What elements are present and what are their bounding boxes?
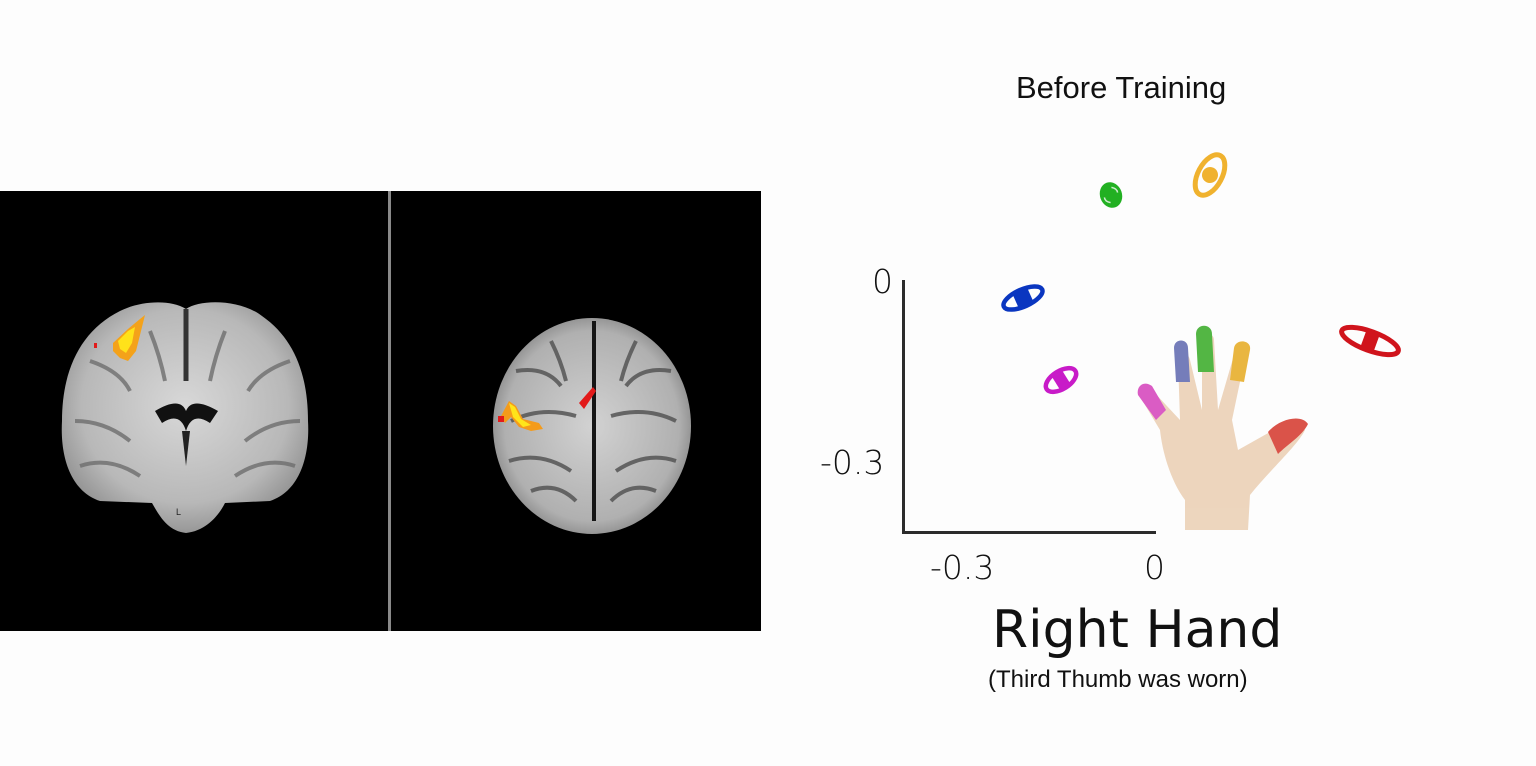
ellipse-ring-finger — [1001, 284, 1045, 312]
y-tick-0: 0 — [872, 262, 893, 301]
x-tick-neg03: -0.3 — [930, 548, 995, 587]
axial-brain-slice — [391, 191, 761, 631]
y-axis — [902, 280, 905, 534]
x-axis — [902, 531, 1156, 534]
coronal-brain-image: L — [61, 302, 309, 533]
panel-divider — [388, 191, 391, 631]
svg-text:L: L — [176, 507, 181, 517]
axial-brain-image — [493, 318, 691, 534]
chart-title: Before Training — [1016, 70, 1227, 105]
coronal-brain-slice: L — [0, 191, 388, 631]
x-axis-sublabel: (Third Thumb was worn) — [988, 666, 1248, 693]
x-axis-label: Right Hand — [992, 600, 1283, 660]
hand-icon — [1137, 325, 1308, 530]
ellipse-middle-finger — [1099, 182, 1123, 208]
ellipse-thumb — [1339, 324, 1401, 358]
x-tick-0: 0 — [1144, 548, 1165, 587]
y-tick-neg03: -0.3 — [820, 443, 885, 482]
ellipse-little-finger — [1043, 365, 1079, 395]
ellipse-index-finger — [1192, 152, 1228, 198]
